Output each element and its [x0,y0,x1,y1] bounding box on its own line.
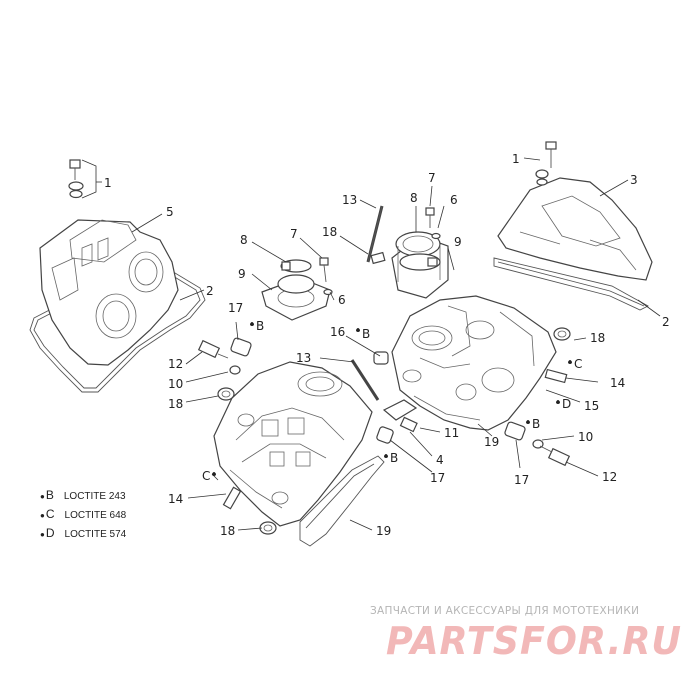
sleeve-17-left [230,337,252,357]
left-cam-cover [39,219,179,366]
callout: 15 [584,399,599,413]
left-cover-bolt [68,159,97,199]
callout: 17 [228,301,243,315]
bolt-4 [399,416,418,433]
watermark-logo: PARTSFOR.RU [386,619,682,662]
callout: 11 [444,426,459,440]
right-cam-gasket [493,257,649,311]
callout: 3 [630,173,638,187]
left-intake-clamp [280,259,312,273]
washer-10-left [229,365,241,375]
right-flange-washer [431,232,441,240]
callout: 17 [430,471,445,485]
callout: C [574,357,582,371]
callout: 19 [376,524,391,538]
callout: 5 [166,205,174,219]
legend-letter: D [45,526,55,540]
left-cylinder-head [213,361,373,527]
left-intake-flange [261,274,331,321]
callout: 10 [168,377,183,391]
callout: 9 [454,235,462,249]
bushing-16 [373,351,389,365]
callout-labels: 1 5 2 3 1 2 13 7 8 6 9 7 8 9 6 18 17 B 1… [104,152,670,538]
spacer-plate [382,399,418,421]
left-head-gasket [299,455,385,547]
plug-18-bottom [259,521,277,535]
callout: 9 [238,267,246,281]
sleeve-17-right [504,421,526,441]
callout: 13 [296,351,311,365]
callout: 8 [240,233,248,247]
callout: C [202,469,210,483]
sensor-12-right [539,445,571,467]
callout: 19 [484,435,499,449]
callout: 4 [436,453,444,467]
callout: 13 [342,193,357,207]
callout: 12 [602,470,617,484]
sensor-12-left [197,339,229,359]
callout: 8 [410,191,418,205]
leader-lines [96,157,661,531]
callout: 1 [104,176,112,190]
legend-text: LOCTITE 574 [64,529,127,540]
legend-letter: C [45,507,55,521]
callout: D [562,397,571,411]
stud-nut-18 [370,251,386,265]
left-cam-cover-gasket [29,257,206,393]
left-flange-washer [323,288,333,296]
loctite-drop-icon: ● [40,511,45,520]
right-intake-clamp [399,253,441,271]
callout: 2 [206,284,214,298]
legend-row-loctite-648: ●C LOCTITE 648 [40,507,126,521]
legend-row-loctite-574: ●D LOCTITE 574 [40,526,126,540]
long-stud-left [350,359,380,401]
loctite-drop-icon: ● [40,530,45,539]
callout: 14 [168,492,183,506]
callout: 1 [512,152,520,166]
callout: 7 [428,171,436,185]
callout: B [256,319,264,333]
right-flange-bolt [425,207,435,228]
callout: 7 [290,227,298,241]
legend-letter: B [45,488,54,502]
stud-14-left [222,486,242,510]
callout: 18 [590,331,605,345]
callout: 10 [578,430,593,444]
callout: 18 [168,397,183,411]
callout: 17 [514,473,529,487]
callout: B [362,327,370,341]
callout: 6 [450,193,458,207]
callout: B [390,451,398,465]
plug-18-right [553,327,571,341]
plug-18-left [217,387,235,401]
svg-text:PARTSFOR.RU: PARTSFOR.RU [386,619,682,662]
callout: 12 [168,357,183,371]
watermark-tagline: ЗАПЧАСТИ И АКСЕССУАРЫ ДЛЯ МОТОТЕХНИКИ [370,605,640,617]
callout: 18 [220,524,235,538]
callout: 16 [330,325,345,339]
callout: 6 [338,293,346,307]
callout: 14 [610,376,625,390]
legend-text: LOCTITE 648 [64,510,127,521]
right-cylinder-head [391,295,557,431]
sleeve-17-mid [376,426,394,444]
stud-14-right [544,368,568,384]
right-cam-cover [497,177,653,281]
loctite-drop-icon: ● [40,492,45,501]
callout: 2 [662,315,670,329]
legend-row-loctite-243: ●B LOCTITE 243 [40,488,126,502]
legend-text: LOCTITE 243 [63,491,126,502]
long-stud-right [366,205,384,263]
left-flange-bolt [319,257,329,283]
callout: B [532,417,540,431]
callout: 18 [322,225,337,239]
loctite-drop-icon [212,322,572,476]
right-cover-bolt [535,141,557,186]
